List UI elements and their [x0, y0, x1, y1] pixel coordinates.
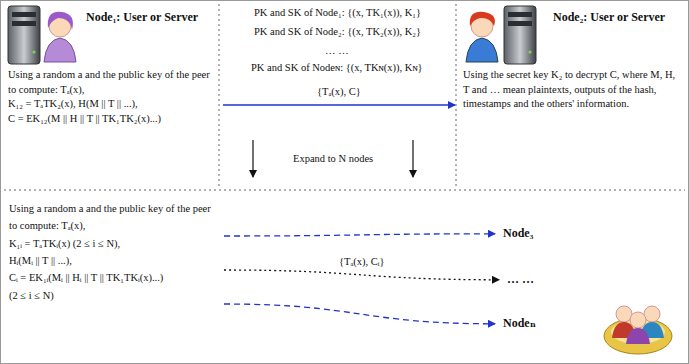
- node-label: Nodeₙ: [500, 314, 539, 334]
- connector-arrow: [223, 104, 455, 105]
- server-icon: [504, 6, 536, 64]
- node-text: K₁₂ = TₐTK₂(x), H(M || T || ...),: [8, 97, 214, 112]
- annotation-label: PK and SK of Node₂: {(x, TK₂(x)), K₂}: [252, 25, 423, 39]
- node-text: Using the secret key K₂ to decrypt C, wh…: [463, 68, 682, 112]
- connector-arrow: [224, 270, 499, 280]
- user-icon: [44, 12, 76, 62]
- node-text: Using a random a and the public key of t…: [8, 68, 214, 97]
- user-icon: [466, 12, 498, 62]
- expand-arrows: [253, 140, 413, 177]
- node-text: C = EK₁₂(M || H || T || TK₁TK₂(x)...): [8, 112, 214, 127]
- node-label: … …: [504, 270, 537, 290]
- node-text: … …: [507, 272, 534, 288]
- node-text: (2 ≤ i ≤ N): [9, 287, 215, 304]
- divider-lines: [4, 4, 685, 190]
- annotation-label: … …: [323, 44, 351, 58]
- node-text: Node₂: User or Server: [553, 10, 682, 68]
- group-icon: [604, 306, 672, 354]
- node-text: K₁ᵢ = TₐTKᵢ(x) (2 ≤ i ≤ N),: [9, 235, 215, 252]
- server-icon: [8, 6, 40, 64]
- edge-label: {Tₐ(x), Cᵢ}: [337, 256, 387, 269]
- annotation-label: PK and SK of Node₁: {(x, TK₁(x)), K₁}: [252, 6, 423, 20]
- node-text: Node₁: User or Server: [86, 10, 214, 68]
- node-block: Node₁: User or ServerUsing a random a an…: [5, 8, 217, 129]
- annotation-label: PK and SK of Nodeɴ: {(x, TKɴ(x)), Kɴ}: [249, 61, 425, 75]
- node-text: Node₃: [503, 226, 533, 242]
- node-block: Using a random a and the public key of t…: [6, 198, 218, 306]
- connector-arrow: [224, 234, 495, 236]
- node-text: Cᵢ = EK₁ᵢ(Mᵢ || Hᵢ || T || TK₁TKᵢ(x)...): [9, 269, 215, 286]
- annotation-label: Expand to N nodes: [291, 152, 375, 166]
- node-label: Node₃: [500, 224, 536, 244]
- node-text: Using a random a and the public key of t…: [9, 200, 215, 235]
- edge-label: {Tₐ(x), C}: [315, 86, 363, 99]
- connector-arrow: [224, 304, 495, 324]
- node-text: Nodeₙ: [503, 316, 536, 332]
- node-text: Hᵢ(Mᵢ || T || ...),: [9, 252, 215, 269]
- node-block: Node₂: User or ServerUsing the secret ke…: [460, 8, 685, 114]
